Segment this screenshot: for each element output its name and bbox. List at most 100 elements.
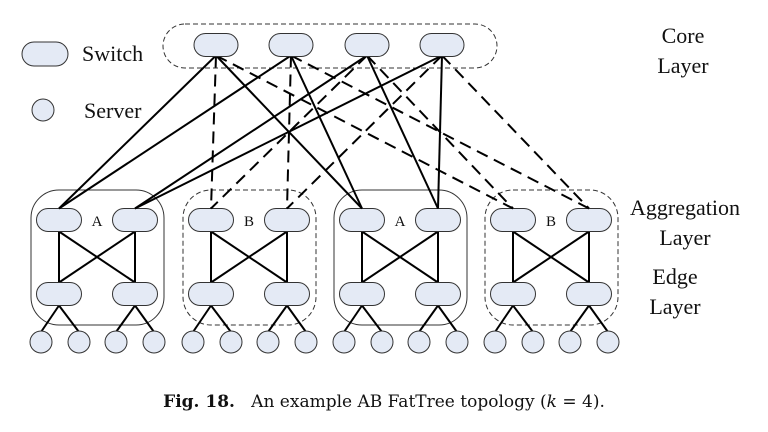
server bbox=[294, 330, 318, 354]
agg-edge-link bbox=[210, 230, 288, 284]
edge-server-link bbox=[134, 304, 155, 333]
edge-server-link bbox=[361, 304, 383, 333]
legend-switch-label: Switch bbox=[82, 41, 143, 66]
legend: Switch Server bbox=[21, 41, 143, 123]
server bbox=[445, 330, 469, 354]
edge-server-link bbox=[437, 304, 458, 333]
edge-server-link bbox=[267, 304, 288, 333]
core-agg-link-solid bbox=[290, 55, 363, 209]
edge-server-link bbox=[418, 304, 439, 333]
server bbox=[181, 330, 205, 354]
pod-boundary bbox=[182, 189, 317, 326]
core-agg-link-solid bbox=[58, 54, 292, 210]
core-agg-link-solid bbox=[366, 55, 439, 209]
core-switches bbox=[193, 33, 465, 57]
edge-server-link bbox=[569, 304, 590, 333]
edge-switch bbox=[36, 282, 82, 306]
pod-4: B bbox=[483, 189, 620, 354]
aggregation-switch bbox=[36, 208, 82, 232]
edge-server-link bbox=[512, 304, 534, 333]
edge-switch bbox=[339, 282, 385, 306]
pod-2: B bbox=[181, 189, 318, 354]
agg-edge-link bbox=[58, 230, 136, 284]
pod-type-label: B bbox=[546, 214, 556, 230]
edge-server-link bbox=[58, 304, 80, 333]
edge-server-link bbox=[210, 304, 232, 333]
core-agg-link-dashed bbox=[286, 54, 443, 210]
server bbox=[104, 330, 128, 354]
aggregation-switch bbox=[339, 208, 385, 232]
edge-server-link bbox=[40, 304, 60, 333]
server bbox=[142, 330, 166, 354]
caption-text: An example AB FatTree topology ( bbox=[251, 392, 547, 412]
server bbox=[407, 330, 431, 354]
core-agg-link-solid bbox=[134, 54, 368, 210]
pod-type-label: B bbox=[244, 214, 254, 230]
legend-server-icon bbox=[31, 98, 55, 122]
aggregation-switch bbox=[415, 208, 461, 232]
ab-fattree-diagram: Switch Server Core Layer Aggregation Lay… bbox=[21, 23, 740, 354]
aggregation-switch bbox=[566, 208, 612, 232]
core-agg-link-dashed bbox=[210, 54, 368, 210]
core-aggregation-links bbox=[58, 54, 590, 210]
aggregation-layer-label-2: Layer bbox=[659, 225, 711, 250]
core-switch bbox=[268, 33, 314, 57]
agg-edge-link bbox=[512, 230, 590, 284]
edge-switch bbox=[566, 282, 612, 306]
core-layer-label-2: Layer bbox=[657, 53, 709, 78]
edge-layer-label-2: Layer bbox=[649, 294, 701, 319]
edge-server-link bbox=[286, 304, 307, 333]
pod-1: A bbox=[29, 189, 166, 354]
caption-variable: k bbox=[546, 392, 557, 412]
caption-fig-number: Fig. 18. bbox=[163, 392, 235, 412]
edge-layer-label-1: Edge bbox=[652, 264, 697, 289]
legend-switch-icon bbox=[21, 41, 69, 67]
pod-boundary bbox=[333, 189, 468, 326]
edge-switch bbox=[264, 282, 310, 306]
pod-boundary bbox=[30, 189, 165, 326]
edge-server-link bbox=[192, 304, 212, 333]
edge-switch bbox=[490, 282, 536, 306]
core-switch bbox=[193, 33, 239, 57]
server bbox=[67, 330, 91, 354]
edge-switch bbox=[112, 282, 158, 306]
edge-server-link bbox=[115, 304, 136, 333]
core-agg-link-dashed bbox=[215, 54, 514, 210]
server bbox=[219, 330, 243, 354]
core-agg-link-solid bbox=[58, 54, 217, 210]
layer-labels: Core Layer Aggregation Layer Edge Layer bbox=[630, 23, 740, 319]
server bbox=[332, 330, 356, 354]
server bbox=[521, 330, 545, 354]
core-layer-boundary bbox=[162, 23, 498, 69]
edge-server-link bbox=[588, 304, 609, 333]
pod-boundary bbox=[484, 189, 619, 326]
core-agg-link-dashed bbox=[441, 54, 590, 210]
server bbox=[370, 330, 394, 354]
core-layer-label-1: Core bbox=[662, 23, 705, 48]
aggregation-layer-label-1: Aggregation bbox=[630, 195, 740, 220]
aggregation-switch bbox=[490, 208, 536, 232]
caption-equation: = 4). bbox=[556, 392, 605, 412]
figure-caption: Fig. 18. An example AB FatTree topology … bbox=[0, 392, 768, 412]
edge-switch bbox=[188, 282, 234, 306]
server bbox=[558, 330, 582, 354]
aggregation-switch bbox=[264, 208, 310, 232]
pod-type-label: A bbox=[395, 214, 406, 230]
core-agg-link-dashed bbox=[210, 55, 217, 209]
core-agg-link-dashed bbox=[366, 54, 514, 210]
core-switch bbox=[419, 33, 465, 57]
legend-server-label: Server bbox=[84, 98, 142, 123]
server bbox=[596, 330, 620, 354]
edge-switch bbox=[415, 282, 461, 306]
edge-server-link bbox=[494, 304, 514, 333]
aggregation-switch bbox=[112, 208, 158, 232]
pod-3: A bbox=[332, 189, 469, 354]
server bbox=[29, 330, 53, 354]
pod-type-label: A bbox=[92, 214, 103, 230]
core-switch bbox=[344, 33, 390, 57]
core-agg-link-solid bbox=[215, 54, 363, 210]
aggregation-switch bbox=[188, 208, 234, 232]
server bbox=[256, 330, 280, 354]
agg-edge-link bbox=[361, 230, 439, 284]
